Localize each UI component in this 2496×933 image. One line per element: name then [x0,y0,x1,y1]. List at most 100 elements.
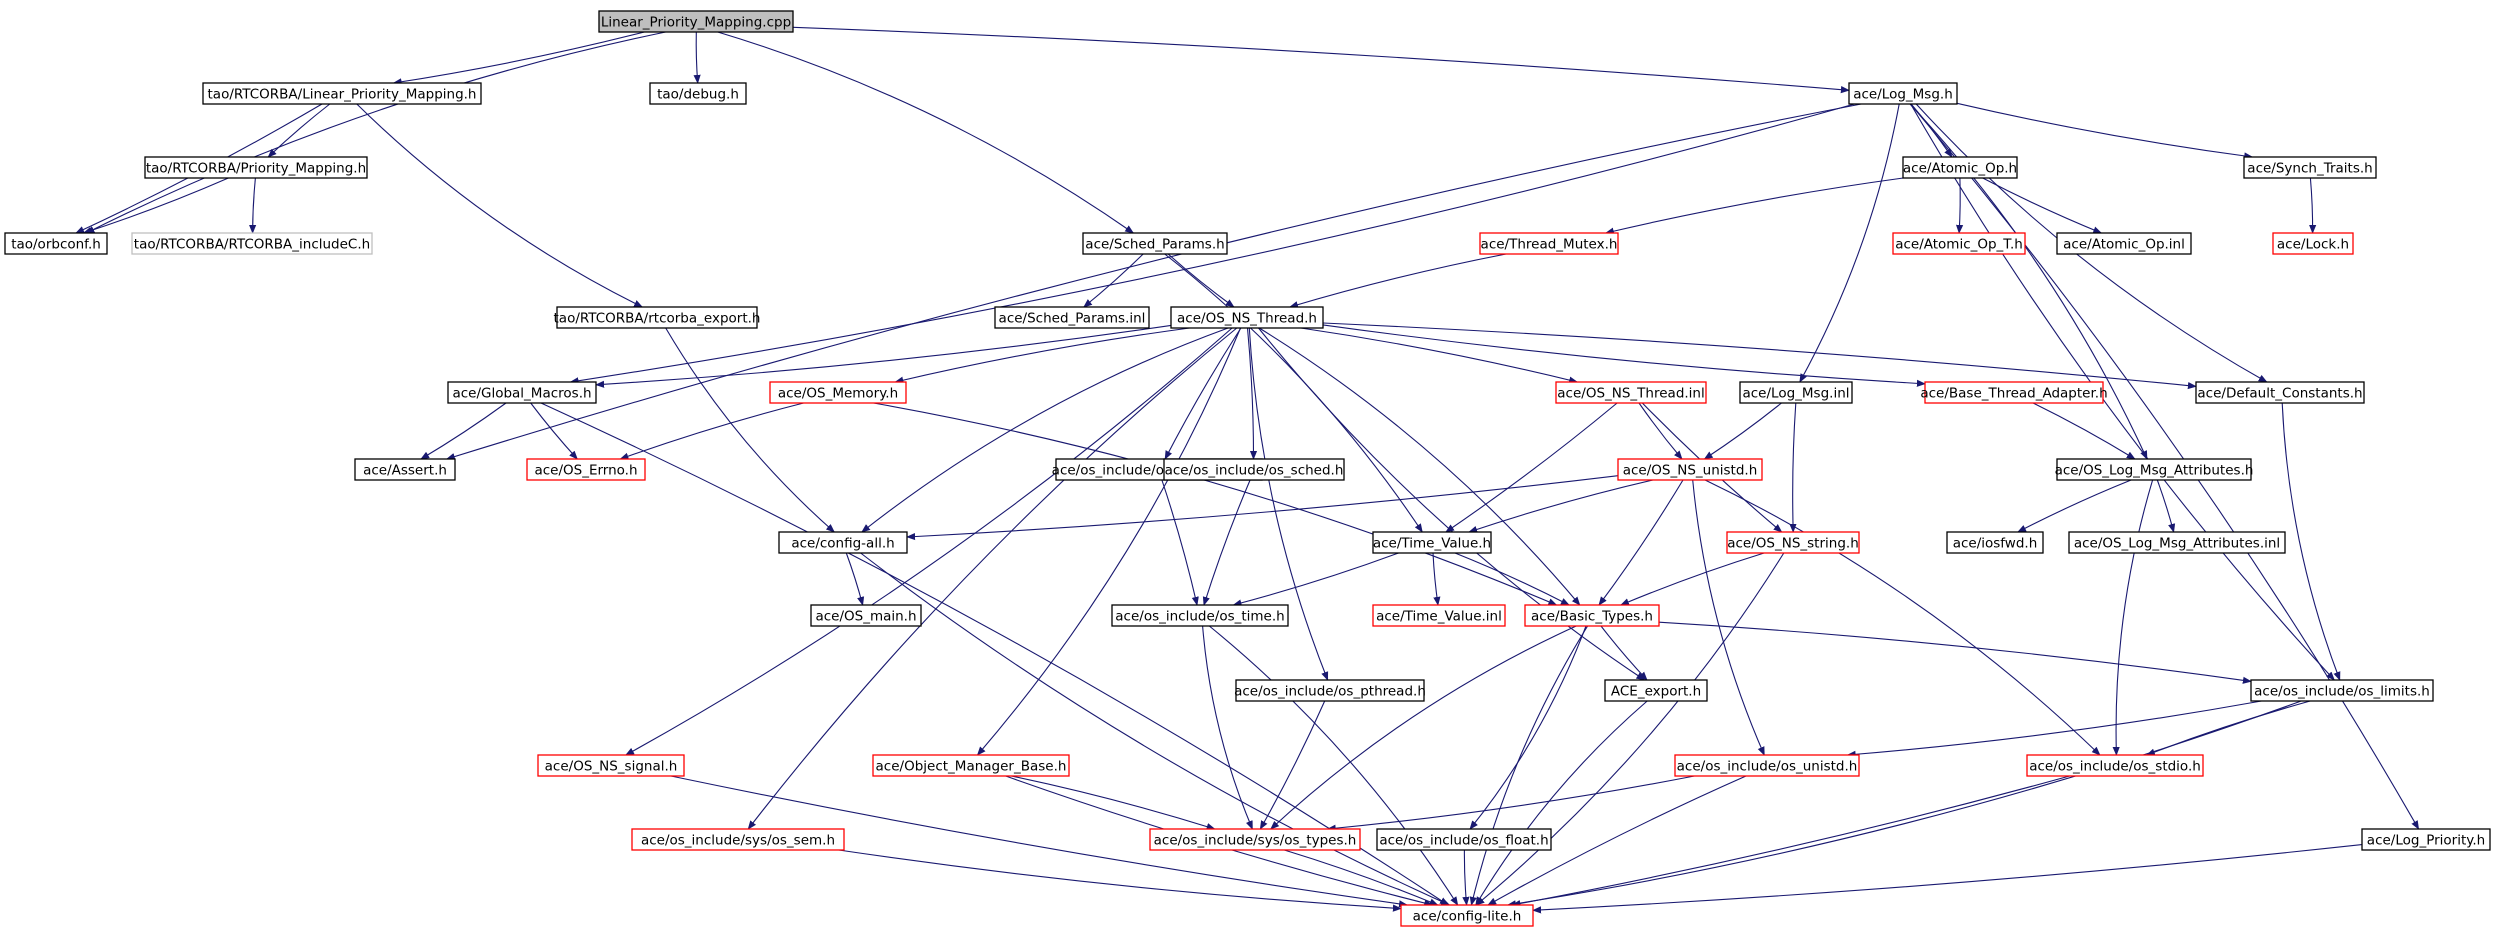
file-node-sched-params[interactable]: ace/Sched_Params.h [1082,232,1228,255]
file-node-os-limits[interactable]: ace/os_include/os_limits.h [2250,679,2434,702]
node-box [2068,531,2286,554]
dependency-edge [1638,402,1683,460]
node-box [2272,232,2354,255]
file-node-sched-params-inl[interactable]: ace/Sched_Params.inl [994,306,1150,329]
file-node-os-ns-thread[interactable]: ace/OS_NS_Thread.h [1170,306,1324,329]
node-label: ace/config-all.h [791,536,894,552]
file-node-atomic-op-t[interactable]: ace/Atomic_Op_T.h [1892,232,2026,255]
dependency-edge [1083,253,1144,308]
file-node-os-float[interactable]: ace/os_include/os_float.h [1376,828,1552,851]
dependency-edge [1469,625,1589,906]
file-node-debug[interactable]: tao/debug.h [649,82,747,105]
file-node-log-msg-inl[interactable]: ace/Log_Msg.inl [1739,381,1853,404]
dependency-edge [894,327,1190,384]
file-node-os-ns-unistd[interactable]: ace/OS_NS_unistd.h [1617,458,1763,481]
file-node-os-log-msg-attr[interactable]: ace/OS_Log_Msg_Attributes.h [2055,458,2254,481]
file-node-rtcorba-export[interactable]: tao/RTCORBA/rtcorba_export.h [554,306,761,329]
node-label: tao/debug.h [657,87,739,103]
dependency-edge [873,402,1558,606]
node-label: ace/Assert.h [363,463,447,479]
dependency-edge [1600,625,1648,681]
file-node-pm-h[interactable]: tao/RTCORBA/Priority_Mapping.h [144,156,368,179]
dependency-edge [1703,402,1782,460]
node-box [2243,156,2377,179]
node-label: ace/os_include/os_pthread.h [1234,684,1426,700]
file-node-synch-traits[interactable]: ace/Synch_Traits.h [2243,156,2377,179]
dependency-edge [1259,700,1326,830]
file-node-os-log-msg-attr-inl[interactable]: ace/OS_Log_Msg_Attributes.inl [2068,531,2286,554]
file-node-os-sem[interactable]: ace/os_include/sys/os_sem.h [631,828,845,851]
dependency-edge [1909,103,2420,830]
file-node-default-constants[interactable]: ace/Default_Constants.h [2195,381,2365,404]
node-box [1604,679,1708,702]
file-node-os-unistd[interactable]: ace/os_include/os_unistd.h [1674,754,1860,777]
dependency-edge [1604,177,1904,235]
file-node-os-time[interactable]: ace/os_include/os_time.h [1111,604,1289,627]
file-node-ace-export[interactable]: ACE_export.h [1604,679,1708,702]
file-node-time-value-inl[interactable]: ace/Time_Value.inl [1372,604,1506,627]
file-node-assert[interactable]: ace/Assert.h [354,458,456,481]
dependency-edges [75,26,2420,914]
file-node-os-stdio[interactable]: ace/os_include/os_stdio.h [2026,754,2204,777]
file-node-os-main[interactable]: ace/OS_main.h [810,604,922,627]
dependency-edge [1258,327,1646,681]
file-node-atomic-op[interactable]: ace/Atomic_Op.h [1902,156,2018,179]
dependency-edge [2145,700,2311,756]
node-label: tao/RTCORBA/RTCORBA_includeC.h [134,237,370,253]
dependency-edge [1164,327,1242,460]
node-box [1902,156,2018,179]
dependency-edge [1475,700,1648,906]
file-node-includec[interactable]: tao/RTCORBA/RTCORBA_includeC.h [131,232,373,255]
file-node-thread-mutex[interactable]: ace/Thread_Mutex.h [1479,232,1619,255]
file-node-lock[interactable]: ace/Lock.h [2272,232,2354,255]
node-label: ace/OS_Errno.h [534,463,637,479]
file-node-logmsg[interactable]: ace/Log_Msg.h [1848,82,1958,105]
node-label: ace/Atomic_Op.inl [2063,237,2185,253]
node-box [1372,531,1492,554]
file-node-base-thread-adapter[interactable]: ace/Base_Thread_Adapter.h [1920,381,2108,404]
file-node-os-sched[interactable]: ace/os_include/os_sched.h [1163,458,1345,481]
node-box [1170,306,1324,329]
file-node-iosfwd[interactable]: ace/iosfwd.h [1946,531,2044,554]
file-node-os-types[interactable]: ace/os_include/sys/os_types.h [1149,828,1361,851]
file-node-os-memory[interactable]: ace/OS_Memory.h [769,381,907,404]
file-node-atomic-op-inl[interactable]: ace/Atomic_Op.inl [2056,232,2192,255]
dependency-edge [1982,177,2103,234]
file-node-basic-types[interactable]: ace/Basic_Types.h [1524,604,1660,627]
file-node-object-manager-base[interactable]: ace/Object_Manager_Base.h [872,754,1070,777]
dependency-edge [860,552,1451,906]
dependency-edge [1202,479,1251,606]
dependency-edge [1445,402,1618,533]
dependency-edge [1289,253,1507,309]
dependency-edge [1300,327,1579,384]
file-node-global-macros[interactable]: ace/Global_Macros.h [447,381,597,404]
file-node-config-all[interactable]: ace/config-all.h [778,531,908,554]
dependency-edge [861,327,1229,533]
node-box [872,754,1070,777]
file-node-os-ns-string[interactable]: ace/OS_NS_string.h [1726,531,1860,554]
dependency-edge [1475,552,1785,906]
dependency-edge [693,31,701,84]
node-label: ace/OS_NS_Thread.inl [1557,386,1704,402]
node-label: tao/RTCORBA/Priority_Mapping.h [146,161,366,177]
node-label: ace/OS_Log_Msg_Attributes.inl [2074,536,2280,552]
file-node-time-value[interactable]: ace/Time_Value.h [1372,531,1492,554]
dependency-edge [1270,625,1577,830]
file-node-os-pthread[interactable]: ace/os_include/os_pthread.h [1234,679,1426,702]
node-box [1163,458,1345,481]
file-node-os-ns-thread-inl[interactable]: ace/OS_NS_Thread.inl [1555,381,1707,404]
node-box [810,604,922,627]
dependency-edge [2309,177,2317,234]
file-node-lpm-h[interactable]: tao/RTCORBA/Linear_Priority_Mapping.h [202,82,482,105]
file-node-log-priority[interactable]: ace/Log_Priority.h [2361,828,2491,851]
file-node-config-lite[interactable]: ace/config-lite.h [1400,904,1534,927]
node-box [1479,232,1619,255]
dependency-edge [1322,322,2197,390]
file-node-orbconf[interactable]: tao/orbconf.h [4,232,108,255]
file-node-root[interactable]: Linear_Priority_Mapping.cpp [598,10,794,33]
dependency-edge [1432,552,1441,606]
file-node-os-errno[interactable]: ace/OS_Errno.h [526,458,646,481]
dependency-edge [1704,479,2101,756]
dependency-edge [1468,479,1654,533]
file-node-os-ns-signal[interactable]: ace/OS_NS_signal.h [537,754,685,777]
